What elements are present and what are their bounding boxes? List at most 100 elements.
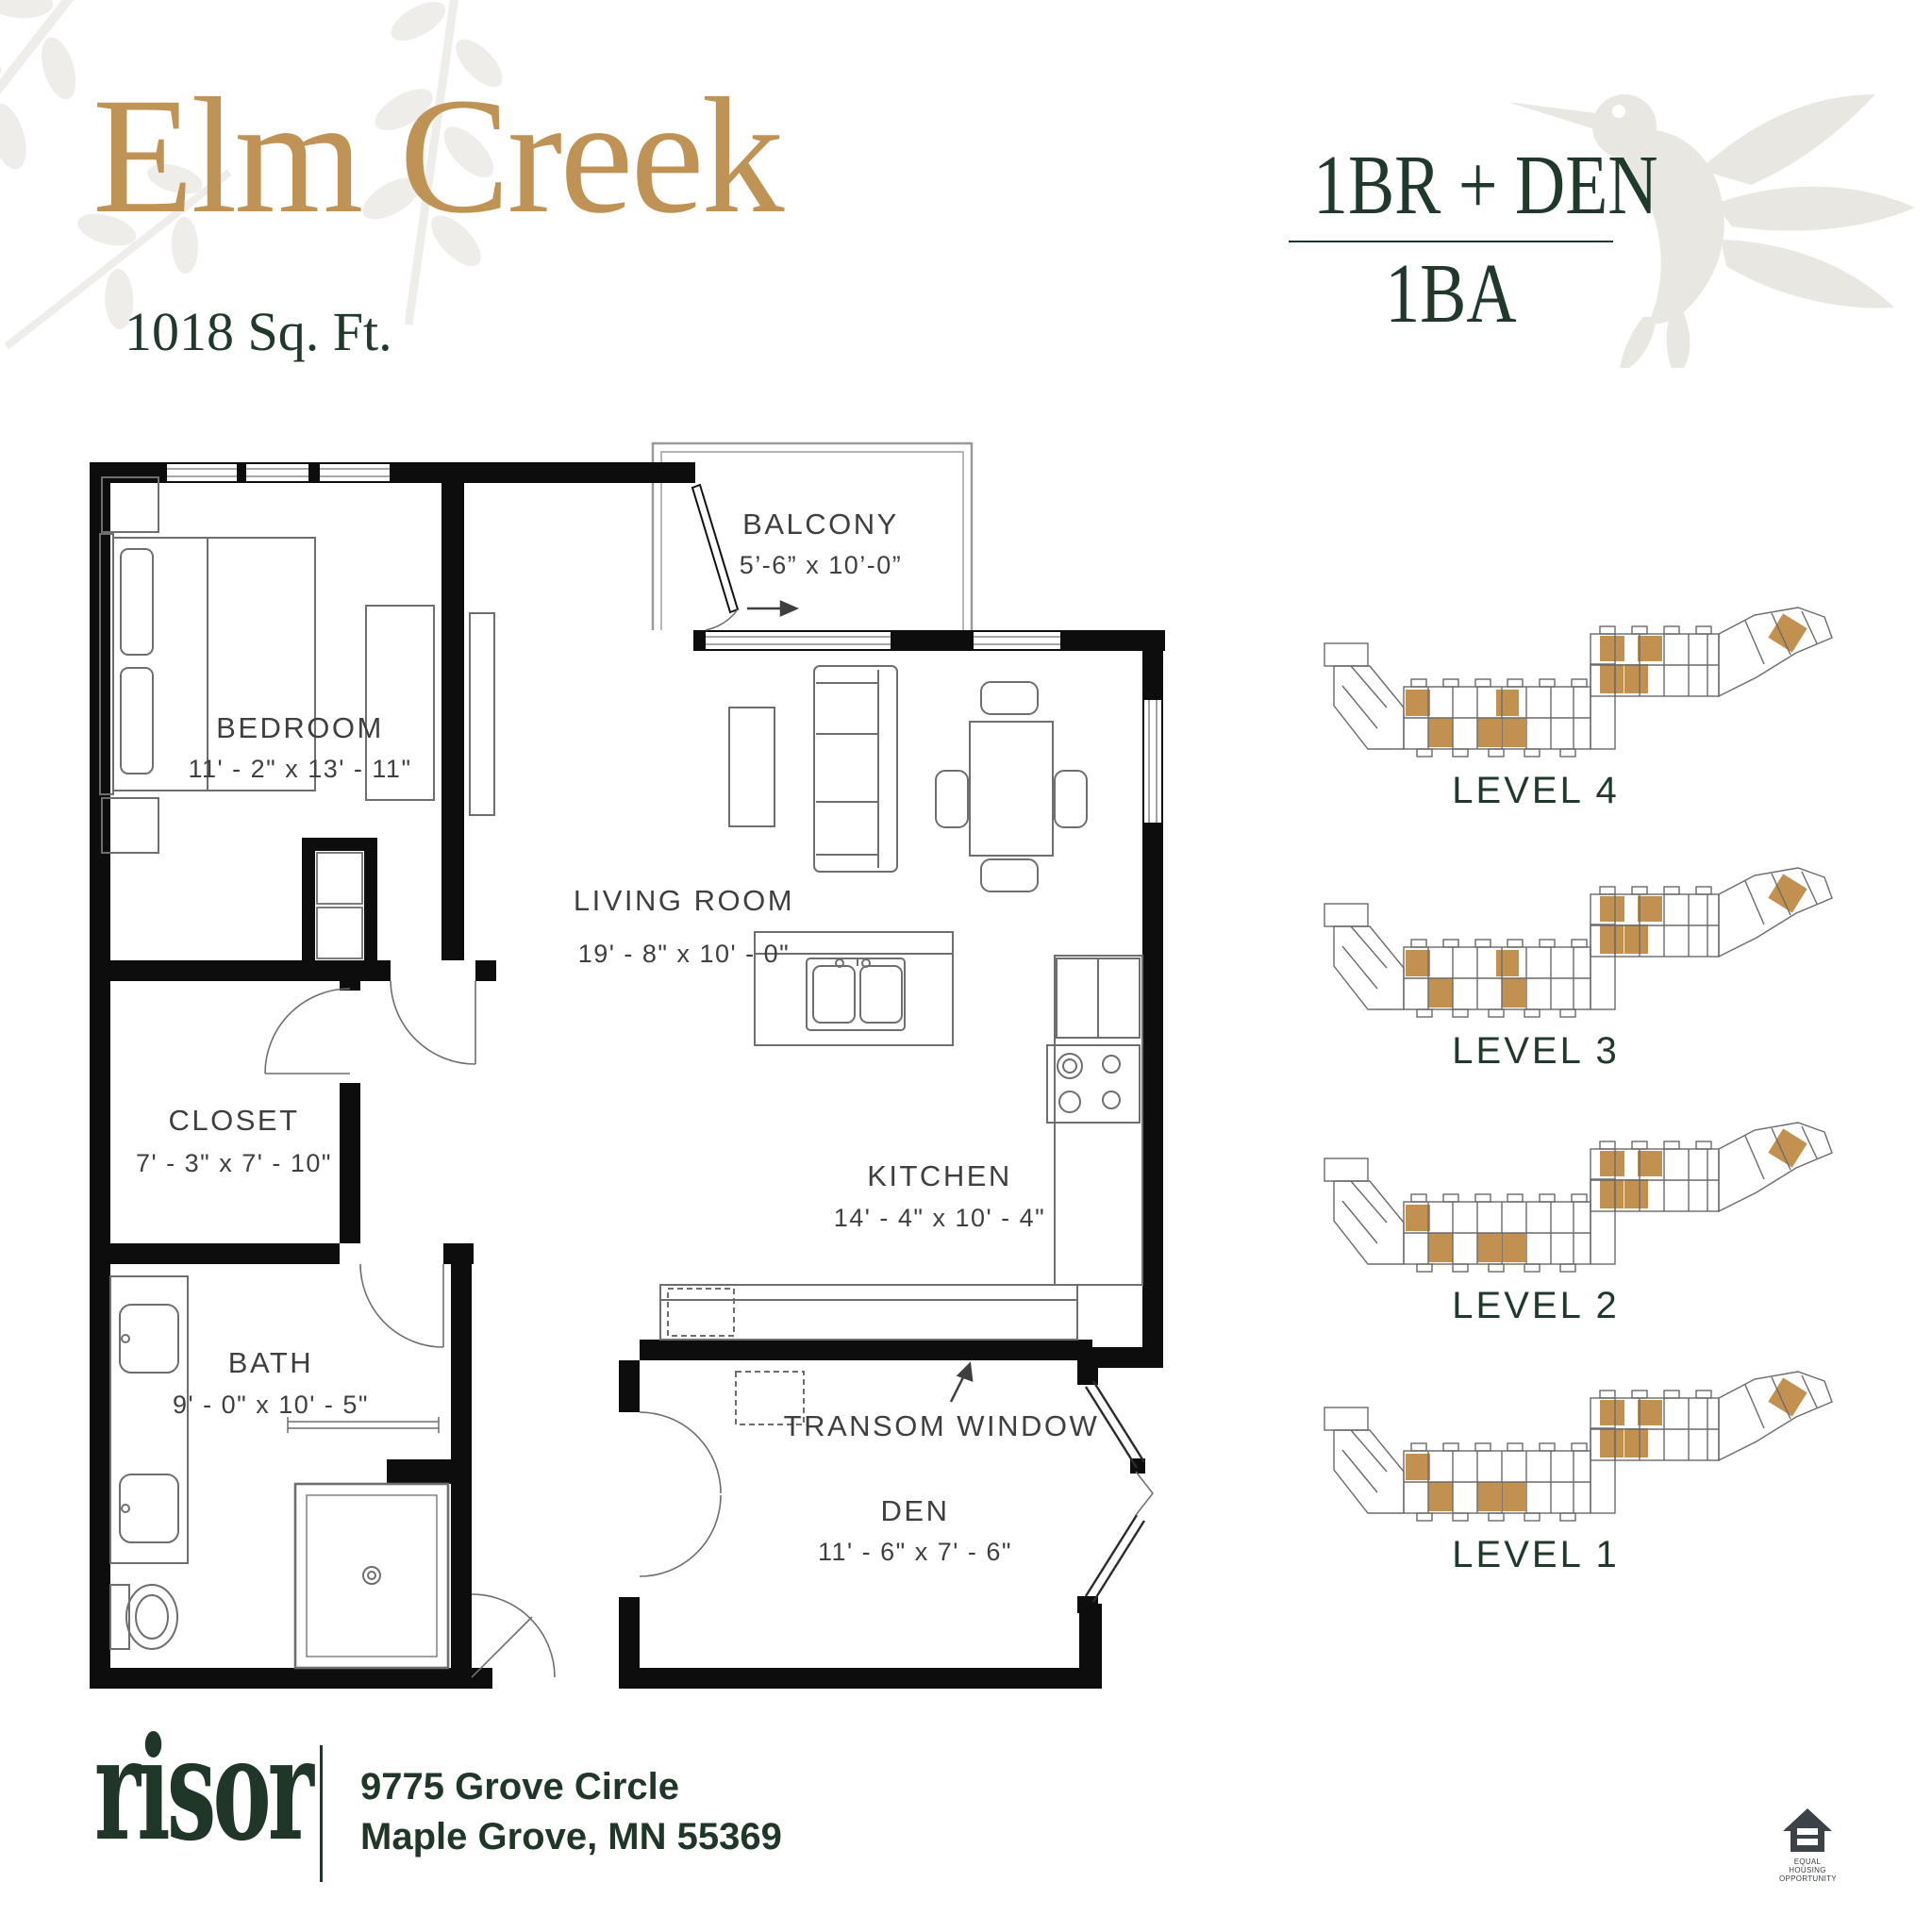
highlighted-unit <box>1638 896 1662 922</box>
bath-sink <box>119 1304 179 1374</box>
room-dims-bedroom: 11' - 2" x 13' - 11" <box>188 755 411 783</box>
highlighted-unit <box>1600 896 1624 922</box>
highlighted-unit <box>1600 636 1624 661</box>
room-label-closet: CLOSET <box>168 1104 299 1137</box>
unit-type-line1: 1BR + DEN <box>1313 139 1658 232</box>
footer-divider <box>320 1745 323 1882</box>
balcony-arrow <box>747 600 800 617</box>
room-dims-den: 11' - 6" x 7' - 6" <box>818 1538 1012 1566</box>
plan-title: Elm Creek <box>92 64 785 248</box>
bath-vanity <box>109 1275 189 1564</box>
address-line2: Maple Grove, MN 55369 <box>360 1815 782 1857</box>
highlighted-unit <box>1496 950 1519 976</box>
highlighted-unit <box>1600 1151 1624 1176</box>
highlighted-unit <box>1768 1377 1807 1417</box>
room-label-bath: BATH <box>228 1346 313 1379</box>
sofa <box>813 665 898 873</box>
highlighted-unit <box>1600 1428 1624 1457</box>
room-dims-kitchen: 14' - 4" x 10' - 4" <box>834 1204 1046 1232</box>
bed <box>99 533 316 795</box>
property-address: 9775 Grove Circle Maple Grove, MN 55369 <box>360 1762 782 1862</box>
equal-housing-text: EQUAL HOUSING OPPORTUNITY <box>1779 1857 1837 1883</box>
room-dims-bath: 9' - 0" x 10' - 5" <box>173 1391 369 1419</box>
highlighted-unit <box>1477 1233 1501 1262</box>
toilet <box>109 1584 178 1650</box>
level-2-diagram <box>1324 1122 1833 1273</box>
kitchen-sink <box>806 958 906 1031</box>
highlighted-unit <box>1496 690 1519 716</box>
shower <box>293 1482 450 1670</box>
nightstand <box>101 797 159 854</box>
square-footage: 1018 Sq. Ft. <box>125 301 392 362</box>
highlighted-unit <box>1428 718 1453 747</box>
dining-chair <box>980 681 1039 715</box>
highlighted-unit <box>1428 1482 1453 1511</box>
kitchen-island <box>754 931 954 1046</box>
highlighted-unit <box>1502 718 1525 747</box>
floor-plan: BEDROOM 11' - 2" x 13' - 11" LIVING ROOM… <box>90 441 1165 1689</box>
highlighted-unit <box>1600 924 1624 954</box>
highlighted-unit <box>1406 1205 1430 1231</box>
highlighted-unit <box>1502 978 1525 1008</box>
nightstand <box>101 476 159 533</box>
room-dims-closet: 7' - 3" x 7' - 10" <box>136 1149 332 1177</box>
highlighted-unit <box>1406 1454 1430 1480</box>
highlighted-unit <box>1624 924 1648 954</box>
level-4-diagram <box>1324 607 1833 758</box>
towel-bar <box>287 1417 440 1433</box>
highlighted-unit <box>1477 1482 1501 1511</box>
unit-type-block: 1BR + DEN 1BA <box>1283 139 1658 341</box>
door-arcs <box>264 980 722 1678</box>
highlighted-unit <box>1477 718 1501 747</box>
highlighted-unit <box>1768 1128 1807 1168</box>
highlighted-unit <box>1768 874 1807 913</box>
shower-wall <box>387 1459 472 1484</box>
den-bay-windows <box>1084 1380 1146 1603</box>
level-3-diagram <box>1324 867 1833 1018</box>
dining-set <box>935 681 1088 892</box>
room-labels: BEDROOM 11' - 2" x 13' - 11" LIVING ROOM… <box>136 508 1100 1566</box>
address-line1: 9775 Grove Circle <box>360 1766 679 1807</box>
highlighted-unit <box>1406 950 1430 976</box>
highlighted-unit <box>1624 664 1648 693</box>
walls <box>90 462 1165 1689</box>
highlighted-unit <box>1502 1482 1525 1511</box>
unit-type-line2: 1BA <box>1385 246 1517 341</box>
risor-logo: risor <box>94 1707 314 1873</box>
dining-chair <box>935 770 969 828</box>
highlighted-unit <box>1638 1400 1662 1425</box>
transom-window-label: TRANSOM WINDOW <box>784 1409 1100 1442</box>
equal-housing-logo: EQUAL HOUSING OPPORTUNITY <box>1779 1807 1837 1883</box>
level-2-block: LEVEL 2 <box>1311 1121 1849 1327</box>
highlighted-unit <box>1638 636 1662 661</box>
bath-sink <box>119 1474 179 1543</box>
windows <box>167 464 1161 1603</box>
highlighted-unit <box>1406 690 1430 716</box>
room-dims-living-room: 19' - 8" x 10' - 0" <box>578 940 791 968</box>
highlighted-unit <box>1502 1233 1525 1262</box>
tv-console <box>469 612 495 816</box>
equal-housing-house-icon <box>1783 1808 1832 1852</box>
level-4-block: LEVEL 4 <box>1311 606 1849 812</box>
highlighted-unit <box>1624 1179 1648 1208</box>
level-4-label: LEVEL 4 <box>1452 770 1620 811</box>
level-1-diagram <box>1324 1371 1833 1522</box>
refrigerator <box>1056 958 1141 1039</box>
highlighted-unit <box>1638 1151 1662 1176</box>
room-label-bedroom: BEDROOM <box>216 711 384 744</box>
dresser <box>365 605 435 801</box>
washer-dryer <box>316 852 363 959</box>
kitchen-counters <box>659 955 1143 1341</box>
level-1-label: LEVEL 1 <box>1452 1534 1620 1575</box>
coffee-table <box>728 707 775 827</box>
level-3-block: LEVEL 3 <box>1311 866 1849 1073</box>
furniture <box>99 476 1143 1670</box>
highlighted-unit <box>1624 1428 1648 1457</box>
room-label-balcony: BALCONY <box>742 508 899 541</box>
dining-chair <box>1054 770 1088 828</box>
room-label-living-room: LIVING ROOM <box>574 884 794 917</box>
balcony-door <box>691 483 740 631</box>
highlighted-unit <box>1600 664 1624 693</box>
transom-arrow <box>949 1361 974 1403</box>
